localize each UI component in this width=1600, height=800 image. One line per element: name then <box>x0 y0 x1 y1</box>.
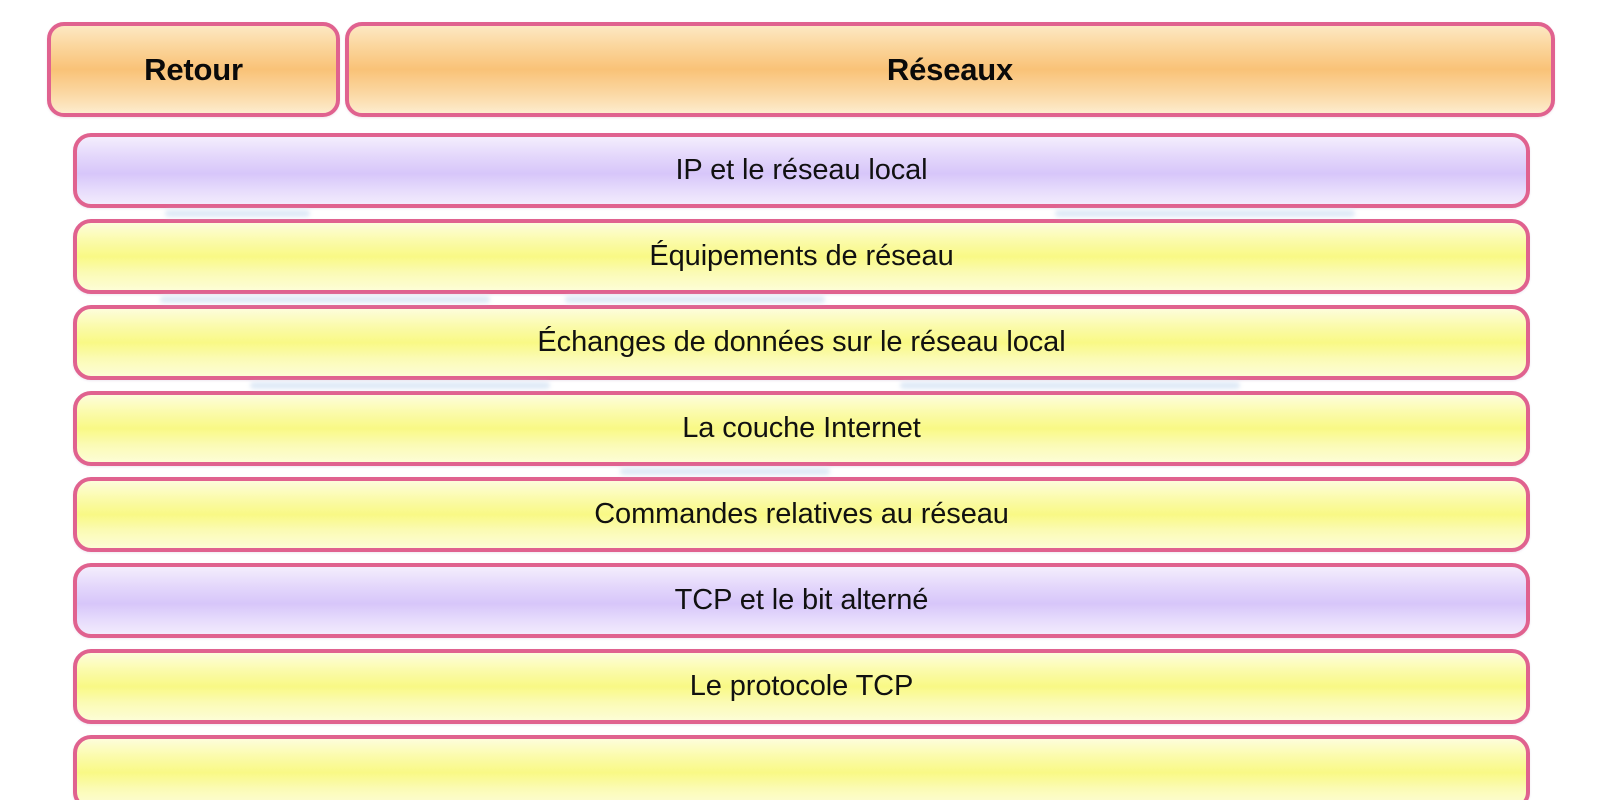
list-item-label: IP et le réseau local <box>675 154 928 186</box>
list-item[interactable]: Équipements de réseau <box>73 219 1530 294</box>
back-button-label: Retour <box>144 51 243 87</box>
header-bar: Retour Réseaux <box>47 22 1555 117</box>
list-item-label: La couche Internet <box>682 412 921 444</box>
list-item[interactable]: La couche Internet <box>73 391 1530 466</box>
list-item-label: TCP et le bit alterné <box>674 584 929 616</box>
list-item-label: Équipements de réseau <box>649 240 954 272</box>
list-item[interactable]: TCP et le bit alterné <box>73 563 1530 638</box>
list-item[interactable]: Échanges de données sur le réseau local <box>73 305 1530 380</box>
list-item[interactable]: Commandes relatives au réseau <box>73 477 1530 552</box>
list-item-label: Le protocole TCP <box>689 670 914 702</box>
list-item[interactable]: Le protocole TCP <box>73 649 1530 724</box>
list-item[interactable]: IP et le réseau local <box>73 133 1530 208</box>
page-title: Réseaux <box>345 22 1555 117</box>
back-button[interactable]: Retour <box>47 22 340 117</box>
list-item-label: Échanges de données sur le réseau local <box>537 326 1066 358</box>
page-title-label: Réseaux <box>886 51 1014 87</box>
list-item-label: Commandes relatives au réseau <box>594 498 1009 530</box>
list-item[interactable] <box>73 735 1530 800</box>
